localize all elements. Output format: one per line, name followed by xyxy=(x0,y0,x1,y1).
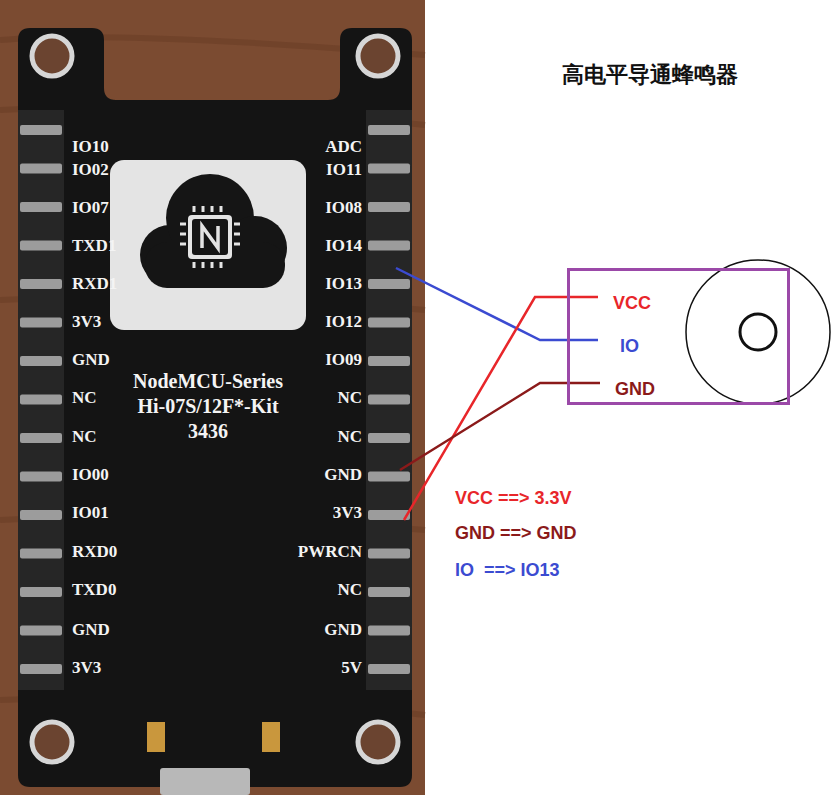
pin-name: IO02 xyxy=(72,160,109,180)
pin-name: IO00 xyxy=(72,465,109,485)
pin-name: NC xyxy=(72,388,97,408)
header-pin xyxy=(368,626,410,636)
pin-name: NC xyxy=(337,427,362,447)
usb-connector xyxy=(262,722,280,752)
pin-name: IO11 xyxy=(326,160,362,180)
buzzer-symbol xyxy=(740,314,776,350)
pin-name: PWRCN xyxy=(298,542,362,562)
logo-panel xyxy=(188,215,232,259)
header-pin xyxy=(20,510,62,520)
wood-background xyxy=(0,0,425,795)
pin-name: NC xyxy=(337,580,362,600)
header-pin xyxy=(20,318,62,328)
pin-name: TXD0 xyxy=(72,580,116,600)
header-pin xyxy=(368,395,410,405)
wiring-note: GND ==> GND xyxy=(455,523,577,544)
header-pin xyxy=(368,549,410,559)
pin-name: IO01 xyxy=(72,503,109,523)
buzzer-symbol xyxy=(686,260,830,404)
pin-name: RXD1 xyxy=(72,274,117,294)
pin-name: IO13 xyxy=(325,274,362,294)
header-pin xyxy=(368,664,410,674)
pin-name: IO14 xyxy=(325,236,362,256)
pin-name: ADC xyxy=(325,137,362,157)
header-pin xyxy=(20,202,62,212)
mounting-hole xyxy=(358,722,398,762)
header-pin xyxy=(368,472,410,482)
mounting-hole xyxy=(32,36,398,762)
pin-name: IO09 xyxy=(325,350,362,370)
pin-name: IO12 xyxy=(325,312,362,332)
header-pin xyxy=(368,356,410,366)
logo-panel xyxy=(192,219,228,255)
pin-header xyxy=(18,110,64,690)
pin-name: 3V3 xyxy=(72,312,101,332)
header-pin xyxy=(368,164,410,174)
pin-name: 3V3 xyxy=(72,658,101,678)
logo-panel xyxy=(180,206,240,268)
logo-panel xyxy=(110,160,306,330)
board-name: Hi-07S/12F*-Kit xyxy=(137,395,278,418)
header-pin xyxy=(368,587,410,597)
pin-name: GND xyxy=(324,620,362,640)
title: 高电平导通蜂鸣器 xyxy=(562,62,738,87)
logo-panel xyxy=(110,160,306,330)
wiring-note: VCC ==> 3.3V xyxy=(455,488,572,509)
wiring-note: IO ==> IO13 xyxy=(455,560,560,581)
pin-name: RXD0 xyxy=(72,542,117,562)
pin-name: GND xyxy=(615,379,655,400)
pin-name: VCC xyxy=(613,293,651,314)
header-pin xyxy=(20,241,62,251)
header-pin xyxy=(368,125,410,135)
pin-name: GND xyxy=(324,465,362,485)
buzzer-symbol xyxy=(686,260,830,404)
pcb-board xyxy=(18,28,412,787)
header-pin xyxy=(368,241,410,251)
usb-connector xyxy=(147,722,280,795)
header-pin xyxy=(20,164,62,174)
wood-background xyxy=(0,0,425,795)
header-pin xyxy=(20,279,62,289)
usb-connector xyxy=(160,768,250,795)
pin-name: IO10 xyxy=(72,137,109,157)
pcb-board xyxy=(18,28,412,787)
pin-name: GND xyxy=(72,620,110,640)
header-pin xyxy=(368,279,410,289)
mounting-hole xyxy=(32,722,72,762)
pin-name: IO08 xyxy=(325,198,362,218)
pin-name: 3V3 xyxy=(333,503,362,523)
board-number: 3436 xyxy=(188,420,228,443)
header-pin xyxy=(368,202,410,212)
buzzer-module: VCC IO GND xyxy=(567,268,790,405)
pin-name: NC xyxy=(72,427,97,447)
pin-header xyxy=(18,110,412,690)
header-pin xyxy=(20,356,62,366)
pin-header xyxy=(366,110,412,690)
header-pin xyxy=(20,626,62,636)
header-pin xyxy=(20,125,62,135)
header-pin xyxy=(20,664,62,674)
pin-name: TXD1 xyxy=(72,236,116,256)
mounting-hole xyxy=(358,36,398,76)
usb-connector xyxy=(147,722,165,752)
pin-name: NC xyxy=(337,388,362,408)
board-name: NodeMCU-Series xyxy=(133,370,283,393)
header-pin xyxy=(368,318,410,328)
header-pin xyxy=(20,395,62,405)
pin-name: 5V xyxy=(341,658,362,678)
header-pin xyxy=(20,549,62,559)
pin-name: GND xyxy=(72,350,110,370)
header-pin xyxy=(20,433,62,443)
mounting-hole xyxy=(32,36,72,76)
header-pin xyxy=(20,472,62,482)
wire xyxy=(400,383,600,470)
header-pin xyxy=(368,433,410,443)
pin-name: IO xyxy=(620,336,639,357)
header-pin xyxy=(20,587,62,597)
logo-panel xyxy=(202,226,218,248)
pin-name: IO07 xyxy=(72,198,109,218)
